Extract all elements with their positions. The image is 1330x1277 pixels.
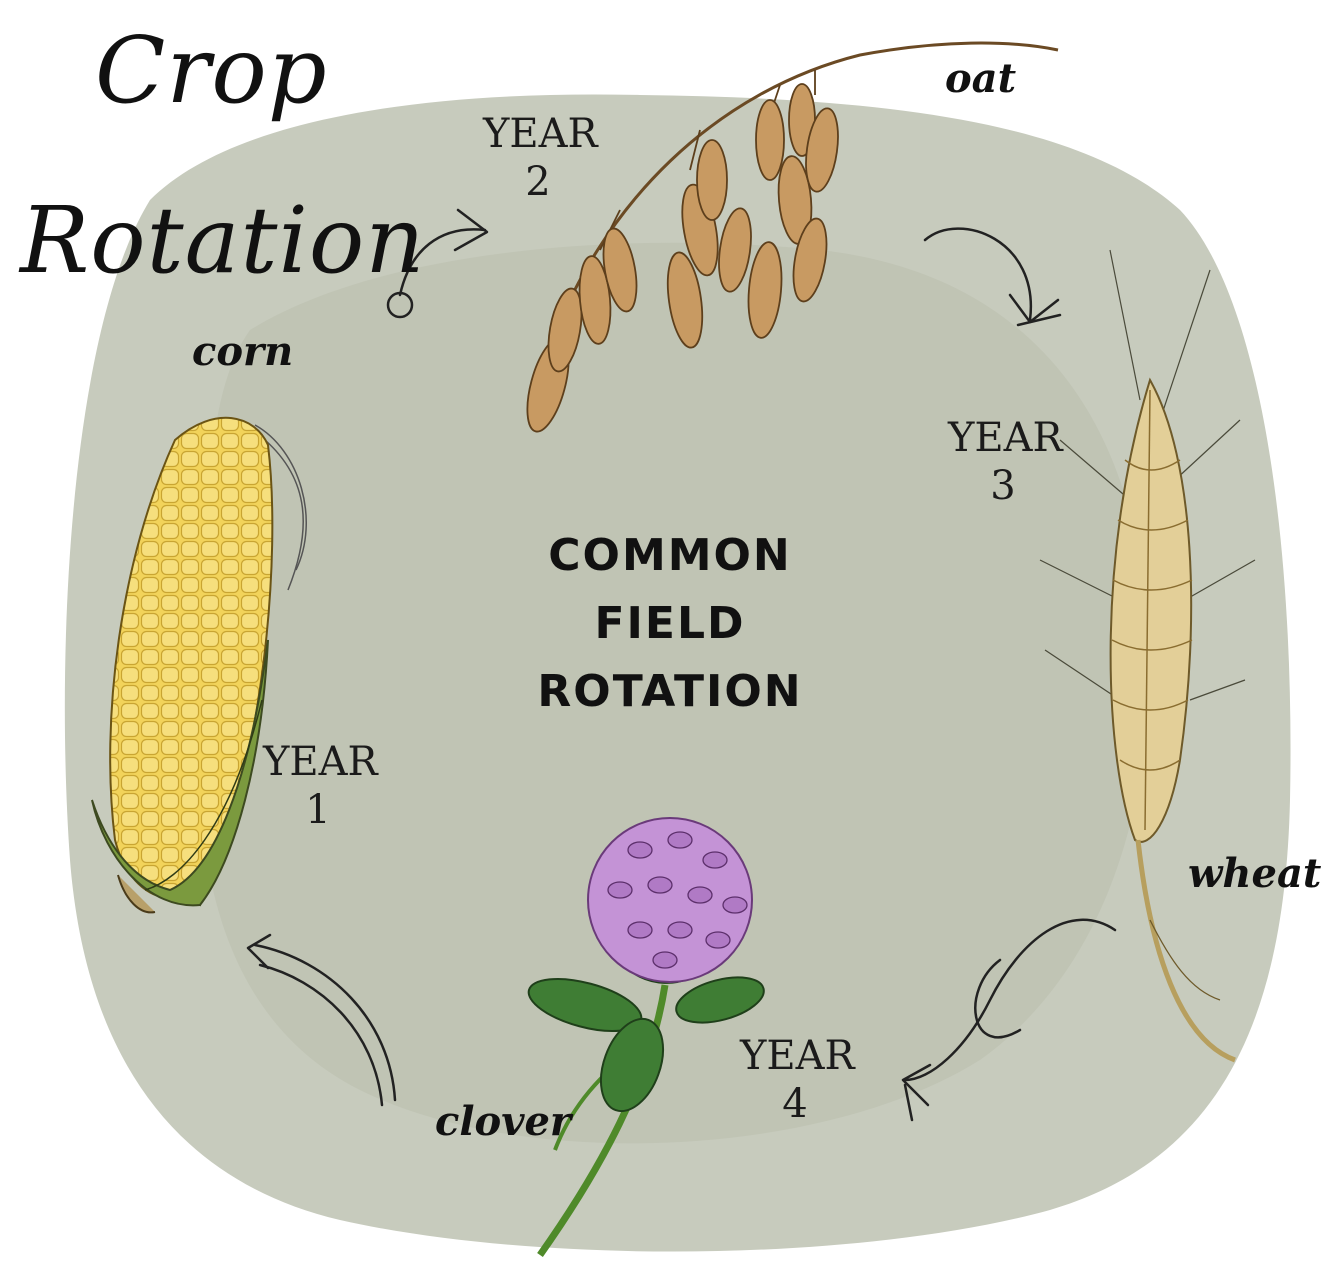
year-4-label: YEAR 4 <box>740 1032 850 1128</box>
year-number: 2 <box>483 158 593 206</box>
center-label: COMMON FIELD ROTATION <box>520 522 820 727</box>
year-2-label: YEAR 2 <box>483 110 593 206</box>
year-number: 1 <box>263 786 373 834</box>
title-line-2: Rotation <box>20 195 426 287</box>
year-3-label: YEAR 3 <box>948 414 1058 510</box>
year-word: YEAR <box>740 1032 850 1080</box>
year-word: YEAR <box>948 414 1058 462</box>
crop-name-clover: clover <box>435 1098 571 1145</box>
title-line-1: Crop <box>95 25 328 117</box>
crop-name-wheat: wheat <box>1188 850 1321 897</box>
year-word: YEAR <box>263 738 373 786</box>
year-1-label: YEAR 1 <box>263 738 373 834</box>
year-number: 4 <box>740 1080 850 1128</box>
center-label-line-3: ROTATION <box>520 658 820 726</box>
crop-name-corn: corn <box>192 328 293 375</box>
year-word: YEAR <box>483 110 593 158</box>
center-label-line-1: COMMON <box>520 522 820 590</box>
crop-name-oat: oat <box>945 55 1016 102</box>
year-number: 3 <box>948 462 1058 510</box>
center-label-line-2: FIELD <box>520 590 820 658</box>
